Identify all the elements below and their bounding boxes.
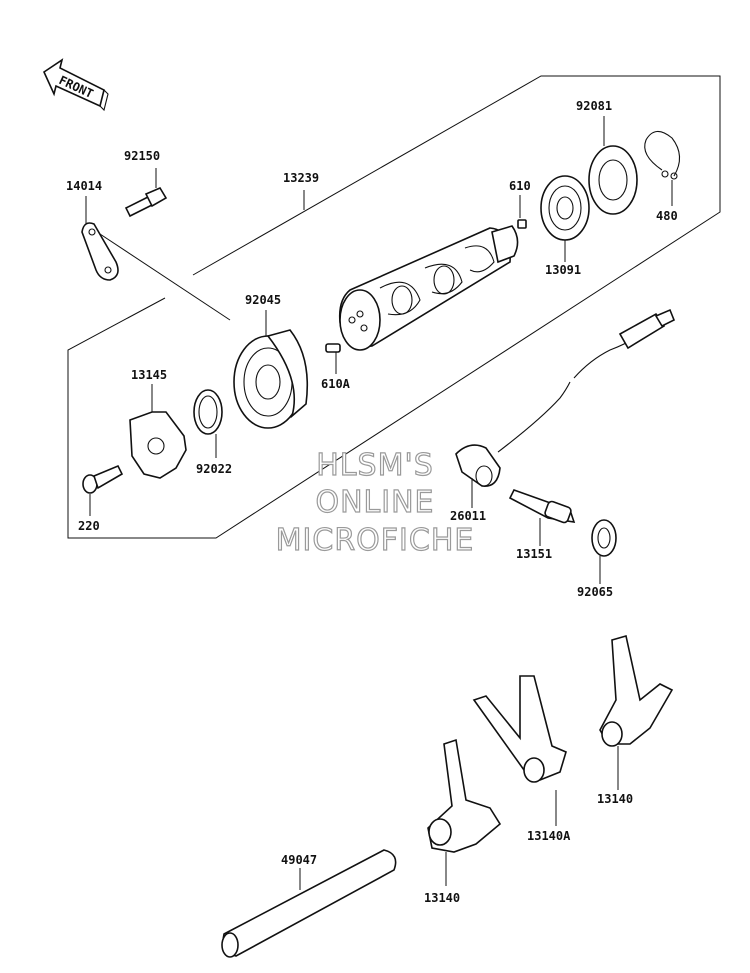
watermark-line-3: MICROFICHE (276, 523, 475, 558)
part-label-220: 220 (78, 519, 100, 533)
plate-14014 (81, 196, 231, 321)
part-label-92045: 92045 (245, 293, 281, 307)
part-label-14014: 14014 (66, 179, 102, 193)
part-label-92150: 92150 (124, 149, 160, 163)
part-label-610: 610 (509, 179, 531, 193)
part-label-480: 480 (656, 209, 678, 223)
part-label-13239: 13239 (283, 171, 319, 185)
shift-fork-13140-right (599, 634, 674, 790)
part-label-13145: 13145 (131, 368, 167, 382)
part-label-92022: 92022 (196, 462, 232, 476)
part-label-13091: 13091 (545, 263, 581, 277)
holder-13145 (129, 384, 187, 479)
star-wheel-13091 (540, 175, 590, 262)
bolt-92150 (124, 168, 168, 218)
switch-13151 (508, 489, 576, 546)
sensor-26011 (455, 308, 676, 508)
part-label-13140A: 13140A (527, 829, 571, 843)
shift-fork-13140a (472, 675, 567, 826)
washer-92065 (591, 519, 617, 584)
pin-610a (325, 343, 341, 374)
part-label-49047: 49047 (281, 853, 317, 867)
screw-220 (82, 464, 124, 516)
shift-drum-13239 (338, 225, 519, 351)
part-label-92065: 92065 (577, 585, 613, 599)
part-label-13140-left: 13140 (424, 891, 460, 905)
part-labels: 92150 14014 13239 92081 610 480 13091 92… (66, 99, 678, 905)
bearing-92045 (233, 310, 309, 429)
watermark-line-1: HLSM'S (316, 448, 434, 483)
watermark-line-2: ONLINE (315, 485, 434, 520)
shaft-49047 (221, 849, 397, 958)
part-label-610A: 610A (321, 377, 351, 391)
shim-92022 (193, 389, 223, 458)
part-label-92081: 92081 (576, 99, 612, 113)
part-label-13151: 13151 (516, 547, 552, 561)
watermark: HLSM'S ONLINE MICROFICHE (275, 447, 475, 558)
part-label-13140-right: 13140 (597, 792, 633, 806)
assembly-frame (67, 75, 721, 539)
part-label-26011: 26011 (450, 509, 486, 523)
plate-92081 (588, 116, 638, 215)
circlip-480 (644, 130, 681, 206)
front-arrow-icon: FRONT (42, 58, 109, 112)
shift-fork-13140-left (427, 738, 502, 886)
pin-610 (517, 195, 527, 229)
